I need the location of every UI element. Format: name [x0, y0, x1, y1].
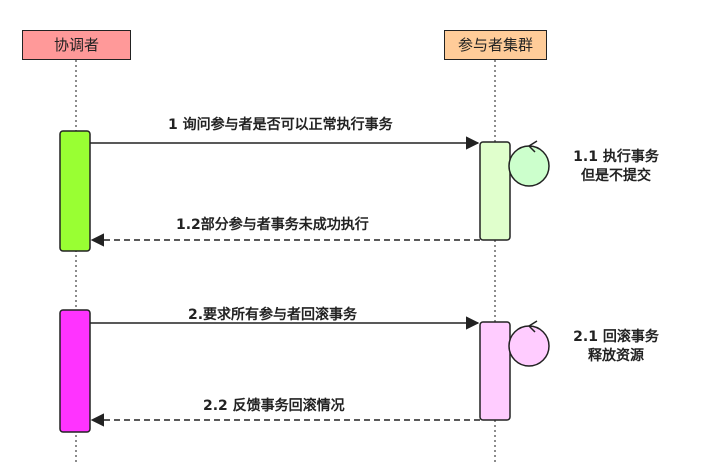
message-1-label: 1 询问参与者是否可以正常执行事务 — [168, 117, 393, 133]
self-action-1-line2: 但是不提交 — [581, 168, 651, 184]
activation-left-2 — [59, 309, 91, 433]
self-action-1-label: 1.1 执行事务 但是不提交 — [556, 148, 676, 186]
self-action-2-line2: 释放资源 — [588, 348, 644, 364]
message-2-label: 2.要求所有参与者回滚事务 — [188, 307, 358, 323]
self-action-2-label: 2.1 回滚事务 释放资源 — [556, 328, 676, 366]
self-action-1-line1: 1.1 执行事务 — [573, 149, 659, 165]
self-loop-1 — [508, 145, 550, 187]
self-loop-2-arrow — [528, 320, 538, 333]
self-loop-2 — [508, 325, 550, 367]
message-2-2-label: 2.2 反馈事务回滚情况 — [203, 398, 345, 414]
activation-left-1 — [59, 130, 91, 252]
activation-right-1 — [479, 141, 511, 241]
participant-cluster: 参与者集群 — [444, 30, 547, 60]
participant-coordinator: 协调者 — [22, 30, 131, 60]
self-loop-1-arrow — [528, 140, 538, 153]
activation-right-2 — [479, 321, 511, 421]
message-1-2-label: 1.2部分参与者事务未成功执行 — [176, 217, 369, 233]
self-action-2-line1: 2.1 回滚事务 — [573, 329, 659, 345]
